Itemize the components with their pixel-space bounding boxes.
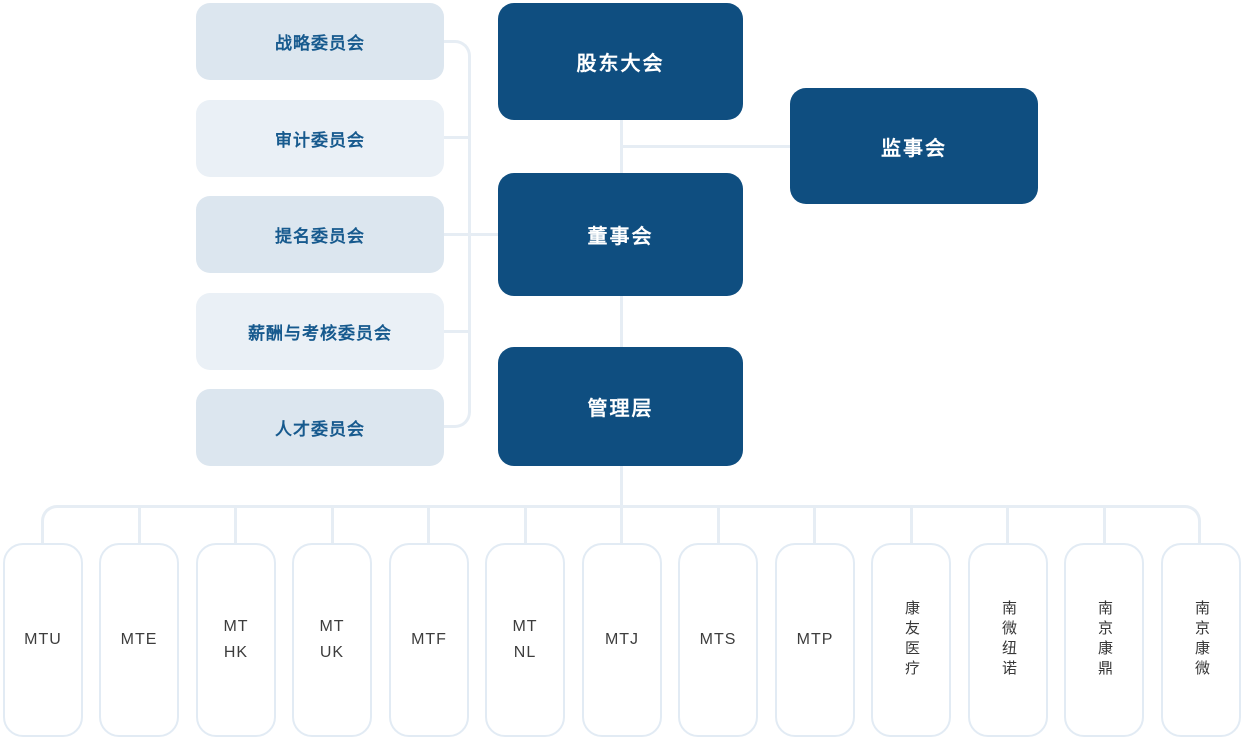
connector-subsidiary-drop xyxy=(331,505,334,543)
committee-box: 提名委员会 xyxy=(196,196,444,273)
subsidiary-label: MT UK xyxy=(319,617,345,661)
connector-subsidiary-drop xyxy=(1006,505,1009,543)
node-supervisory-board: 监事会 xyxy=(790,88,1038,204)
subsidiary-box: MTU xyxy=(3,543,83,737)
node-label: 董事会 xyxy=(587,226,654,248)
subsidiary-label: MTF xyxy=(411,630,447,648)
committee-box: 审计委员会 xyxy=(196,100,444,177)
connector-subsidiary-drop xyxy=(234,505,237,543)
subsidiary-box: MTE xyxy=(99,543,179,737)
node-label: 监事会 xyxy=(881,137,947,160)
connector-subsidiary-drop xyxy=(138,505,141,543)
connector-subsidiary-drop xyxy=(717,505,720,543)
subsidiary-label: MT NL xyxy=(512,617,538,661)
node-board-of-directors: 董事会 xyxy=(498,173,743,296)
connector-subsidiary-drop xyxy=(1103,505,1106,543)
subsidiary-label: MTP xyxy=(796,630,834,648)
subsidiary-box: MT NL xyxy=(485,543,565,737)
committee-box: 人才委员会 xyxy=(196,389,444,466)
subsidiary-box: MTJ xyxy=(582,543,662,737)
connector-management-subsidiaries xyxy=(620,466,623,543)
subsidiary-label: 南京康微 xyxy=(1193,600,1210,680)
committee-label: 人才委员会 xyxy=(275,420,365,439)
connector-board-management xyxy=(620,296,623,347)
subsidiary-box: MTF xyxy=(389,543,469,737)
connector-supervisory-branch xyxy=(620,145,790,148)
subsidiary-box: 南京康鼎 xyxy=(1064,543,1144,737)
node-label: 股东大会 xyxy=(576,53,665,75)
subsidiary-box: 南京康微 xyxy=(1161,543,1241,737)
connector-subsidiary-drop xyxy=(427,505,430,543)
committee-box: 战略委员会 xyxy=(196,3,444,80)
committee-label: 薪酬与考核委员会 xyxy=(248,324,392,343)
committee-box: 薪酬与考核委员会 xyxy=(196,293,444,370)
subsidiary-box: MT UK xyxy=(292,543,372,737)
committee-label: 提名委员会 xyxy=(275,227,365,246)
subsidiary-box: MTS xyxy=(678,543,758,737)
subsidiary-box: 康友医疗 xyxy=(871,543,951,737)
subsidiary-label: MTS xyxy=(699,630,737,648)
subsidiary-box: 南微纽诺 xyxy=(968,543,1048,737)
subsidiary-label: 南微纽诺 xyxy=(1000,600,1017,680)
subsidiary-box: MT HK xyxy=(196,543,276,737)
node-management: 管理层 xyxy=(498,347,743,466)
subsidiary-label: MTJ xyxy=(604,630,640,648)
subsidiary-label: MT HK xyxy=(223,617,249,661)
connector-audit-stub xyxy=(444,136,471,139)
subsidiary-label: MTU xyxy=(24,630,62,648)
subsidiary-label: 南京康鼎 xyxy=(1096,600,1113,680)
connector-nomination-stub xyxy=(444,233,498,236)
connector-subsidiary-drop xyxy=(524,505,527,543)
connector-subsidiary-drop xyxy=(910,505,913,543)
connector-subsidiary-drop xyxy=(813,505,816,543)
node-shareholders-meeting: 股东大会 xyxy=(498,3,743,120)
connector-distribution-line xyxy=(41,505,1201,543)
committee-label: 战略委员会 xyxy=(275,34,365,53)
connector-compensation-stub xyxy=(444,330,471,333)
subsidiary-box: MTP xyxy=(775,543,855,737)
subsidiary-label: 康友医疗 xyxy=(903,600,920,680)
committee-label: 审计委员会 xyxy=(275,131,365,150)
subsidiary-label: MTE xyxy=(120,630,158,648)
node-label: 管理层 xyxy=(587,398,654,420)
